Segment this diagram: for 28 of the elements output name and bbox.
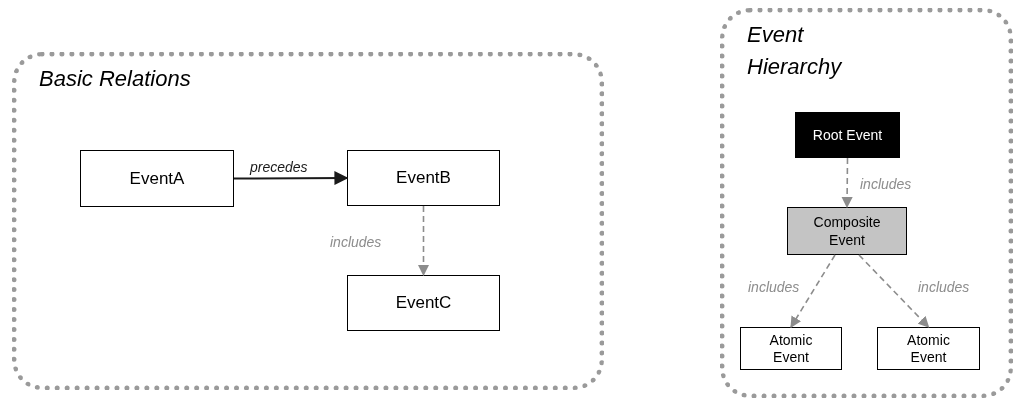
- event-name: Root Event: [812, 126, 883, 144]
- group-title: Basic Relations: [39, 65, 191, 93]
- event-name: EventB: [396, 167, 451, 190]
- edge-label: includes: [860, 175, 912, 193]
- event-box: [787, 207, 907, 255]
- edge-label: includes: [918, 278, 970, 296]
- event-box: [740, 327, 842, 370]
- group-title: Event Hierarchy: [747, 21, 843, 81]
- edge-label: precedes: [250, 158, 308, 176]
- dotted-group-frame: [12, 52, 604, 390]
- event-name: Atomic Event: [768, 331, 814, 366]
- event-box: [795, 112, 900, 158]
- event-name: Atomic Event: [906, 331, 951, 366]
- event-box: [877, 327, 980, 370]
- event-name: EventA: [129, 167, 185, 190]
- event-box: [80, 150, 234, 207]
- arrow: [790, 254, 836, 328]
- arrow: [841, 157, 853, 209]
- dotted-group-frame: [720, 8, 1013, 398]
- event-name: Composite Event: [812, 213, 882, 249]
- event-name: EventC: [395, 292, 452, 315]
- event-box: [347, 275, 500, 331]
- edge-label: includes: [330, 233, 382, 251]
- arrow: [417, 205, 430, 277]
- arrow: [858, 254, 930, 328]
- arrow: [233, 171, 349, 186]
- event-box: [347, 150, 500, 206]
- edge-label: includes: [748, 278, 800, 296]
